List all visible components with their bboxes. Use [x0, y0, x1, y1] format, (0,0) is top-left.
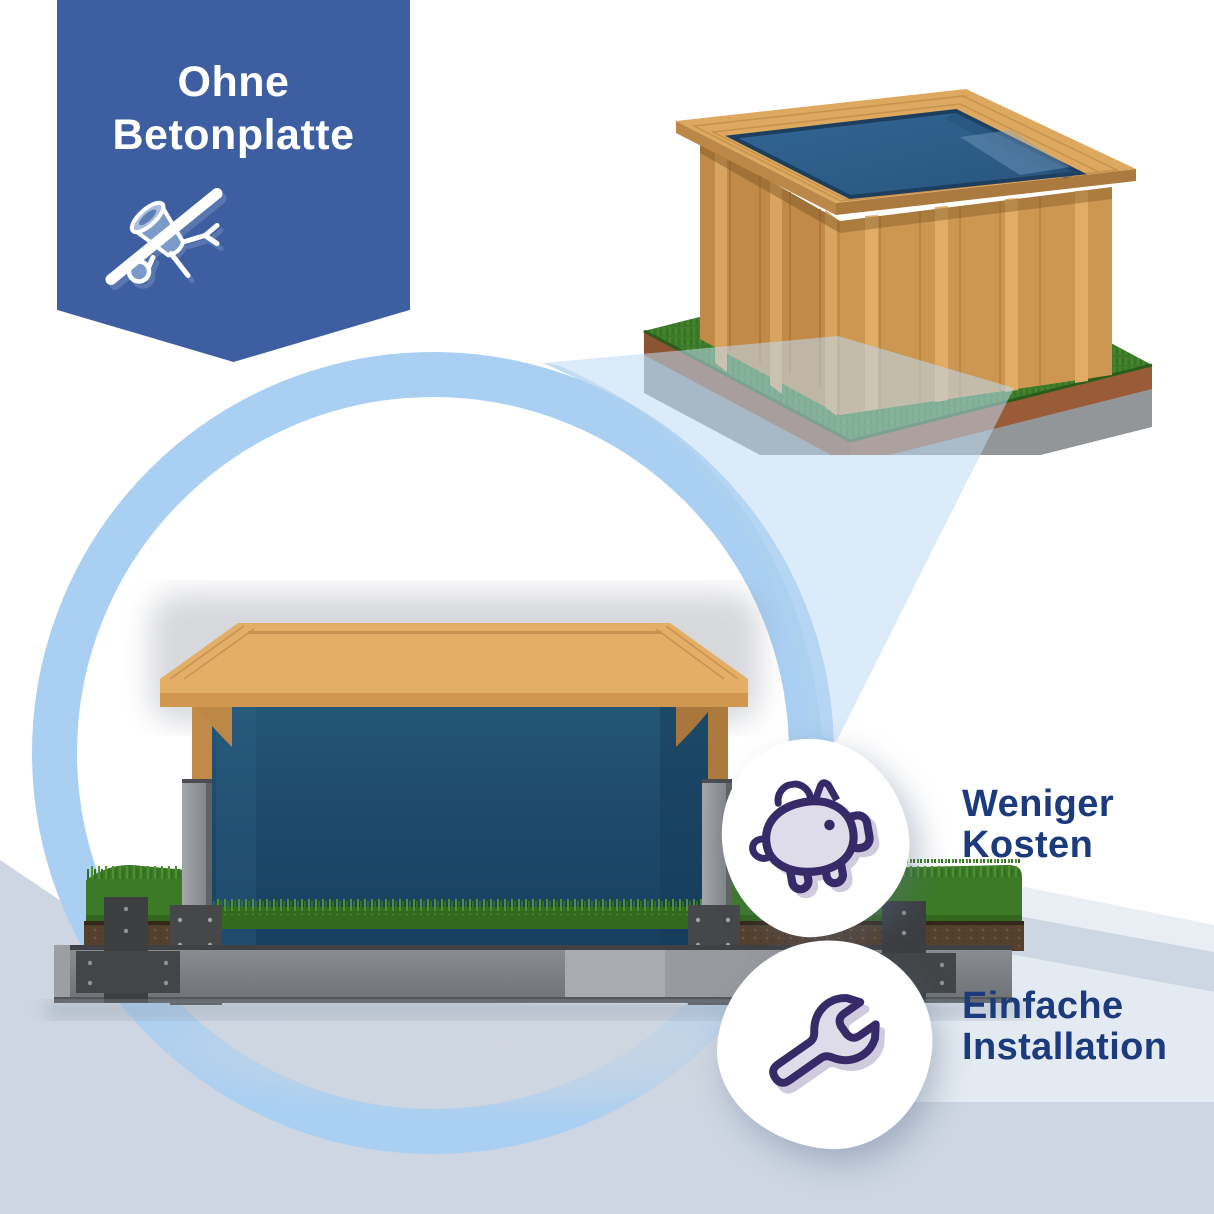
pig-body — [762, 797, 858, 876]
wooden-pool-3d-render — [643, 89, 1153, 455]
grass-front-strip — [210, 899, 710, 929]
pool-wall-right — [840, 187, 1112, 415]
banner-title-line2: Betonplatte — [112, 111, 355, 160]
coin-slot-arc — [774, 780, 814, 807]
benefit-badge-cost — [706, 723, 924, 951]
banner-title-line1: Ohne — [177, 58, 290, 106]
banner-title: Ohne Betonplatte — [57, 0, 410, 163]
pig-eye — [824, 819, 835, 831]
cement-mixer-icon — [93, 177, 410, 302]
no-slash — [105, 187, 223, 285]
ribbon-banner: Ohne Betonplatte — [57, 0, 410, 362]
piggy-bank-icon — [749, 779, 880, 899]
wrench-icon — [768, 993, 885, 1094]
pool-liner — [212, 693, 708, 951]
rail-connector-left — [76, 897, 180, 1003]
benefit-label-cost: Weniger Kosten — [962, 783, 1115, 867]
benefit-label-install: Einfache Installation — [962, 985, 1168, 1069]
pool-rim-and-water — [676, 89, 1136, 215]
benefit-badge-install — [706, 927, 944, 1161]
